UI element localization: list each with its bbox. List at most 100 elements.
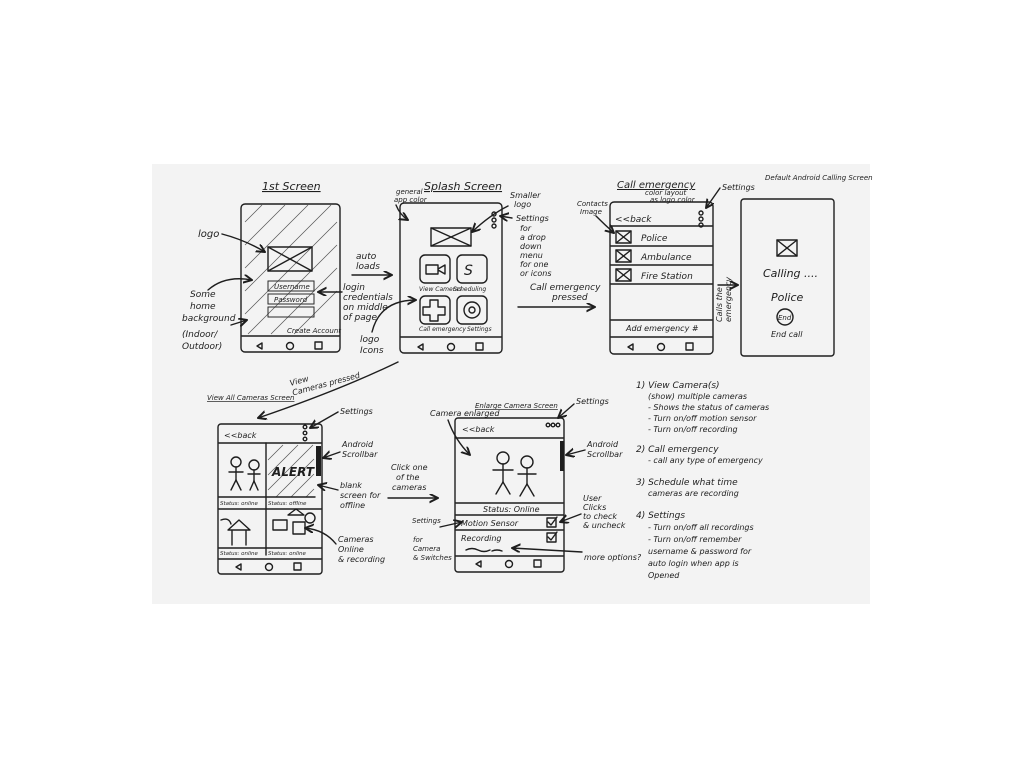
svg-text:for: for xyxy=(413,536,424,544)
svg-text:4) Settings: 4) Settings xyxy=(636,511,685,521)
svg-text:2) Call emergency: 2) Call emergency xyxy=(636,445,719,455)
svg-text:of page: of page xyxy=(343,313,377,323)
svg-text:loads: loads xyxy=(356,262,380,272)
end-call-label: End call xyxy=(771,330,803,339)
contact-image xyxy=(776,239,798,257)
annotation-settings-view: Settings xyxy=(340,407,373,416)
annotation-click-one: Click one of the cameras xyxy=(391,463,428,492)
svg-text:credentials: credentials xyxy=(343,293,393,303)
login-button xyxy=(267,306,315,318)
svg-text:cameras: cameras xyxy=(392,483,426,492)
settings-dots-icon xyxy=(545,422,561,428)
call-emergency-label: Call emergency xyxy=(419,326,466,333)
android-scrollbar xyxy=(316,446,321,476)
back-link: <<back xyxy=(462,425,495,434)
contact-row-fire: Fire Station xyxy=(615,268,693,282)
view-all-title: View All Cameras Screen xyxy=(207,394,294,402)
svg-text:Calls the: Calls the xyxy=(715,287,724,322)
home-background-hatch xyxy=(244,204,338,335)
svg-text:home: home xyxy=(190,302,216,312)
create-account-link: Create Account xyxy=(287,327,341,335)
more-options-scribble xyxy=(465,547,503,553)
svg-text:Image: Image xyxy=(580,208,602,216)
recording-label: Recording xyxy=(461,534,502,543)
phone-frame xyxy=(740,198,835,357)
svg-text:Outdoor): Outdoor) xyxy=(182,342,222,352)
logo-placeholder xyxy=(267,246,313,272)
first-screen-title: 1st Screen xyxy=(262,180,321,193)
svg-text:- call any type of emergency: - call any type of emergency xyxy=(648,456,763,465)
username-field-label: Username xyxy=(274,283,310,291)
svg-text:offline: offline xyxy=(340,501,365,510)
svg-text:Icons: Icons xyxy=(360,346,384,356)
splash-screen: Splash Screen S View Cameras Scheduling … xyxy=(399,180,503,354)
status-camera-3: Status: online xyxy=(220,551,259,557)
svg-text:Cameras: Cameras xyxy=(338,535,374,544)
svg-text:for one: for one xyxy=(520,260,549,269)
svg-text:Settings: Settings xyxy=(516,214,549,223)
svg-text:Some: Some xyxy=(190,290,216,300)
svg-text:(show) multiple cameras: (show) multiple cameras xyxy=(648,392,747,401)
svg-text:(Indoor/: (Indoor/ xyxy=(182,330,218,340)
svg-text:Contacts: Contacts xyxy=(577,200,608,208)
annotation-more-options: more options? xyxy=(584,553,642,562)
phone-frame xyxy=(454,417,565,573)
svg-text:- Turn on/off remember: - Turn on/off remember xyxy=(648,535,742,544)
annotation-background: Some home background (Indoor/ Outdoor) xyxy=(182,290,236,352)
annotation-camera-enlarged: Camera enlarged xyxy=(430,409,500,418)
svg-text:on middle: on middle xyxy=(343,303,388,313)
add-emergency-button: Add emergency # xyxy=(625,324,699,333)
svg-text:- Shows the status of cameras: - Shows the status of cameras xyxy=(648,403,769,412)
smaller-logo xyxy=(430,227,472,247)
svg-text:or icons: or icons xyxy=(520,269,551,278)
splash-screen-title: Splash Screen xyxy=(424,180,502,193)
svg-text:Online: Online xyxy=(338,545,364,554)
option-ambulance: Ambulance xyxy=(640,253,692,263)
settings-dots-icon xyxy=(302,424,308,442)
camera-feed-3 xyxy=(220,518,251,546)
view-cameras-label: View Cameras xyxy=(419,286,462,293)
svg-text:emergency: emergency xyxy=(724,277,733,322)
svg-text:- Turn on/off motion sensor: - Turn on/off motion sensor xyxy=(648,414,757,423)
view-all-cameras-screen: View All Cameras Screen <<back xyxy=(207,394,323,575)
call-emergency-icon xyxy=(419,295,451,325)
svg-text:- Turn on/off all recordings: - Turn on/off all recordings xyxy=(648,523,754,532)
annotation-auto-loads: auto loads xyxy=(356,252,380,272)
status-camera-2: Status: offline xyxy=(268,501,307,507)
svg-text:1) View Camera(s): 1) View Camera(s) xyxy=(636,381,720,391)
camera-status: Status: Online xyxy=(483,505,540,514)
svg-text:Android: Android xyxy=(586,440,619,449)
annotation-smaller-logo: Smaller logo xyxy=(510,191,541,209)
svg-text:User: User xyxy=(583,494,602,503)
calling-screen: Default Android Calling Screen Calling .… xyxy=(740,174,873,357)
annotation-settings-enlarge: Settings xyxy=(576,397,609,406)
option-fire-station: Fire Station xyxy=(641,272,693,282)
svg-text:menu: menu xyxy=(520,251,543,260)
contact-row-ambulance: Ambulance xyxy=(615,249,692,263)
svg-text:to check: to check xyxy=(583,512,617,521)
svg-text:Clicks: Clicks xyxy=(583,503,606,512)
svg-text:Smaller: Smaller xyxy=(510,191,541,200)
call-emergency-title: Call emergency xyxy=(617,180,696,191)
svg-text:Android: Android xyxy=(341,440,374,449)
phone-frame xyxy=(399,202,503,354)
annotation-user-clicks: User Clicks to check & uncheck xyxy=(583,494,626,530)
recording-checkbox xyxy=(546,532,557,543)
back-link: <<back xyxy=(615,215,652,225)
svg-text:of the: of the xyxy=(396,473,419,482)
svg-text:screen for: screen for xyxy=(340,491,381,500)
svg-text:S: S xyxy=(464,263,473,279)
annotation-blank-screen: blank screen for offline xyxy=(340,481,381,510)
annotation-view-cameras-pressed: View Cameras pressed xyxy=(289,370,362,397)
annotation-color-layout: color layout as logo color xyxy=(645,189,696,204)
end-call-button-label: End xyxy=(778,314,792,322)
calling-screen-title: Default Android Calling Screen xyxy=(765,174,873,182)
svg-text:Camera: Camera xyxy=(413,545,440,553)
settings-label: Settings xyxy=(467,326,492,333)
svg-text:down: down xyxy=(520,242,542,251)
svg-text:auto: auto xyxy=(356,252,377,262)
annotation-settings-dropdown: Settings for a drop down menu for one or… xyxy=(516,214,551,278)
enlarge-camera-screen: Enlarge Camera Screen <<back Status: Onl… xyxy=(454,402,565,573)
android-scrollbar xyxy=(560,441,564,471)
svg-text:pressed: pressed xyxy=(551,293,588,303)
